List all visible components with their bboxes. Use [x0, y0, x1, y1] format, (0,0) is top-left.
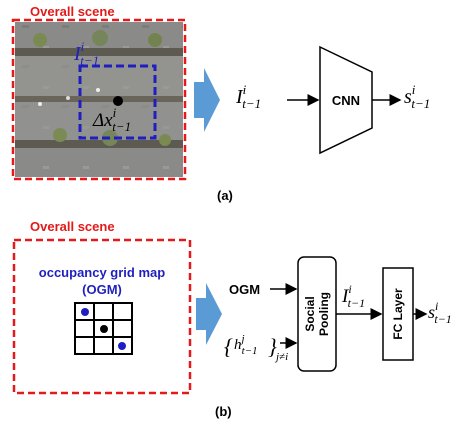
- neighbor-dot: [81, 308, 89, 316]
- agent-position-dot: [113, 96, 123, 106]
- ogm-title-line2: (OGM): [82, 282, 122, 297]
- ogm-title-line1: occupancy grid map: [39, 265, 165, 280]
- svg-text:}: }: [268, 334, 277, 359]
- ego-agent-dot: [100, 325, 108, 333]
- aerial-scene-image: [15, 22, 183, 177]
- scene-title-b: Overall scene: [30, 219, 115, 234]
- svg-text:hjt−1: hjt−1: [234, 333, 258, 357]
- scene-boundary-b: [12, 238, 192, 395]
- svg-text:{: {: [224, 334, 233, 359]
- svg-text:j≠i: j≠i: [274, 351, 288, 363]
- ogm-input-label: OGM: [229, 282, 260, 297]
- fc-layer-block: [382, 267, 414, 361]
- social-pooling-line2: Pooling: [317, 292, 331, 336]
- caption-b: (b): [215, 404, 232, 419]
- fc-layer-label: FC Layer: [391, 288, 405, 340]
- local-crop-box: [78, 64, 157, 140]
- panel-b: Overall scene occupancy grid map (OGM) O…: [12, 219, 452, 419]
- block-arrow-a: [194, 68, 220, 132]
- cnn-label: CNN: [332, 93, 360, 108]
- cnn-block: [319, 45, 373, 155]
- block-arrow-b: [196, 283, 222, 345]
- caption-a: (a): [217, 188, 233, 203]
- neighbor-dot: [118, 342, 126, 350]
- scene-title-a: Overall scene: [30, 4, 115, 19]
- occupancy-grid: [74, 302, 133, 355]
- social-pooling-line1: Social: [303, 296, 317, 331]
